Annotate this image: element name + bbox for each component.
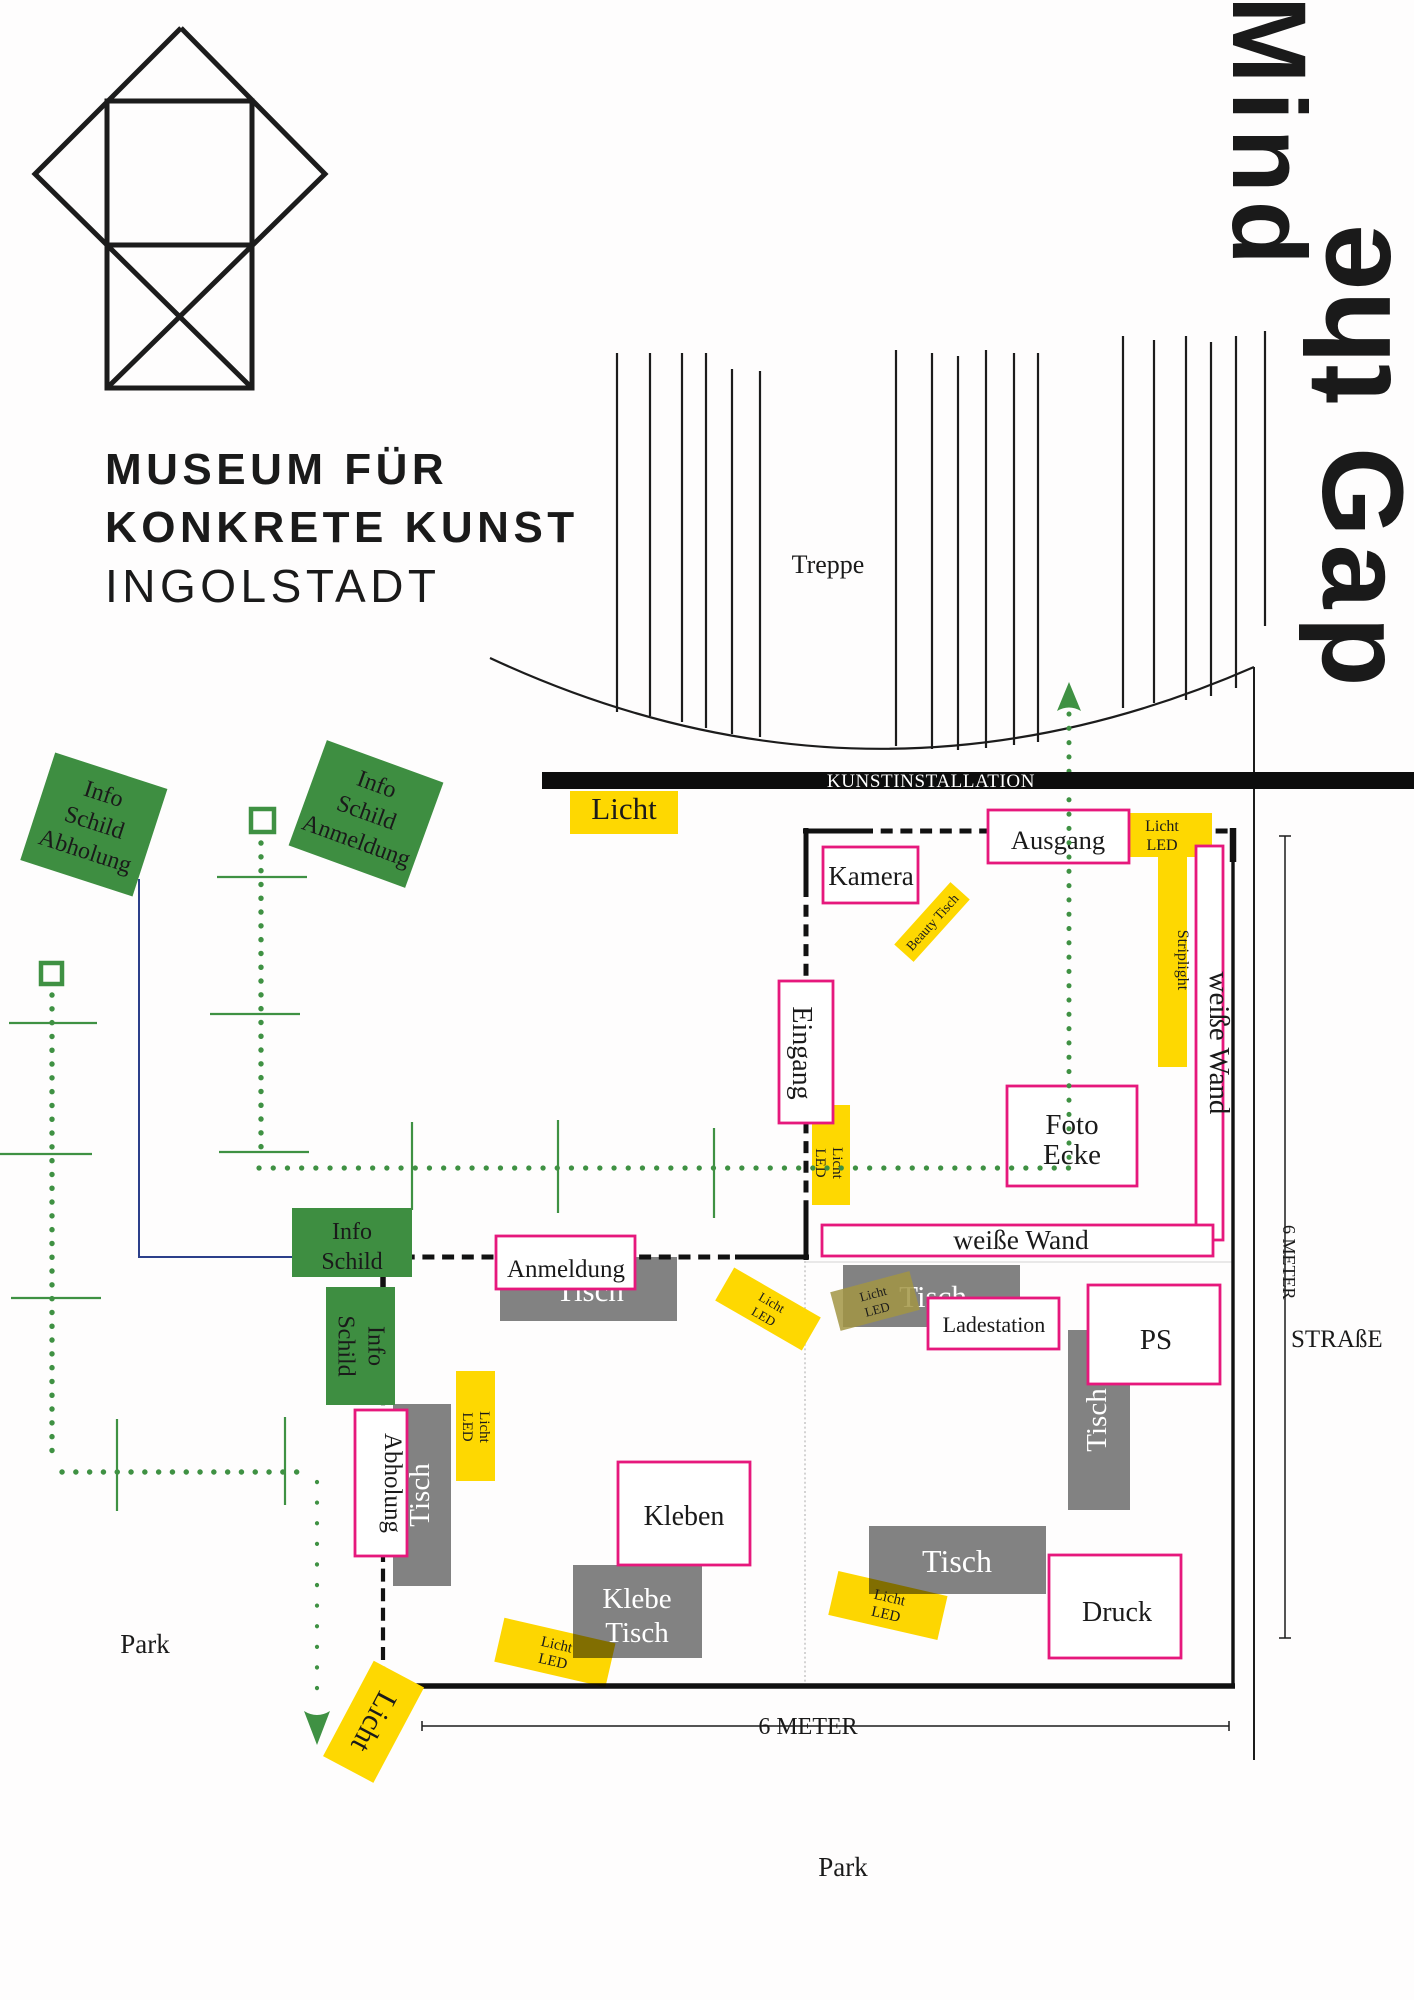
svg-text:the: the [1282,224,1414,404]
svg-text:Tisch: Tisch [922,1543,992,1579]
svg-text:Foto: Foto [1045,1109,1098,1141]
svg-text:MUSEUM FÜR: MUSEUM FÜR [105,445,448,494]
svg-text:Licht: Licht [858,1283,889,1305]
svg-text:Info: Info [363,1326,389,1366]
svg-text:Ausgang: Ausgang [1011,825,1105,855]
svg-text:Eingang: Eingang [786,1006,817,1099]
svg-text:Schild: Schild [333,1315,359,1376]
svg-text:Druck: Druck [1082,1597,1152,1628]
svg-text:Tisch: Tisch [1081,1388,1113,1452]
svg-text:6 METER: 6 METER [1279,1225,1299,1300]
svg-text:Schild: Schild [321,1249,382,1275]
svg-text:Licht: Licht [829,1147,845,1179]
svg-text:LED: LED [863,1299,891,1320]
svg-text:Park: Park [818,1852,868,1882]
svg-text:INGOLSTADT: INGOLSTADT [105,560,441,612]
svg-text:Info: Info [332,1219,372,1245]
svg-text:LED: LED [537,1651,569,1673]
svg-text:6 METER: 6 METER [758,1714,857,1740]
svg-text:Gap: Gap [1298,447,1414,695]
svg-text:Park: Park [120,1629,170,1659]
svg-text:Licht: Licht [476,1411,492,1443]
svg-text:LED: LED [1146,837,1177,854]
svg-text:LED: LED [459,1412,475,1441]
svg-text:Kamera: Kamera [828,861,913,891]
svg-text:Klebe: Klebe [602,1583,671,1615]
svg-text:Treppe: Treppe [792,550,865,579]
svg-text:Anmeldung: Anmeldung [507,1256,626,1283]
svg-text:STRAßE: STRAßE [1291,1326,1383,1353]
svg-text:Ecke: Ecke [1043,1139,1101,1171]
svg-text:Kleben: Kleben [644,1501,725,1532]
svg-text:KUNSTINSTALLATION: KUNSTINSTALLATION [827,771,1035,792]
svg-text:weiße Wand: weiße Wand [1203,972,1235,1115]
svg-text:Licht: Licht [872,1587,907,1610]
svg-text:Abholung: Abholung [379,1433,406,1534]
svg-text:Tisch: Tisch [404,1463,436,1527]
svg-text:Licht: Licht [539,1634,574,1657]
svg-text:weiße Wand: weiße Wand [953,1224,1089,1255]
svg-text:Tisch: Tisch [605,1617,669,1649]
svg-text:Licht: Licht [1145,818,1179,835]
svg-text:PS: PS [1140,1324,1172,1356]
svg-text:LED: LED [812,1148,828,1177]
svg-text:KONKRETE KUNST: KONKRETE KUNST [105,503,579,552]
svg-text:LED: LED [870,1604,902,1626]
svg-text:Licht: Licht [591,791,657,826]
svg-text:Ladestation: Ladestation [943,1312,1046,1337]
svg-text:Striplight: Striplight [1174,930,1191,991]
svg-text:Mind: Mind [1210,0,1327,273]
